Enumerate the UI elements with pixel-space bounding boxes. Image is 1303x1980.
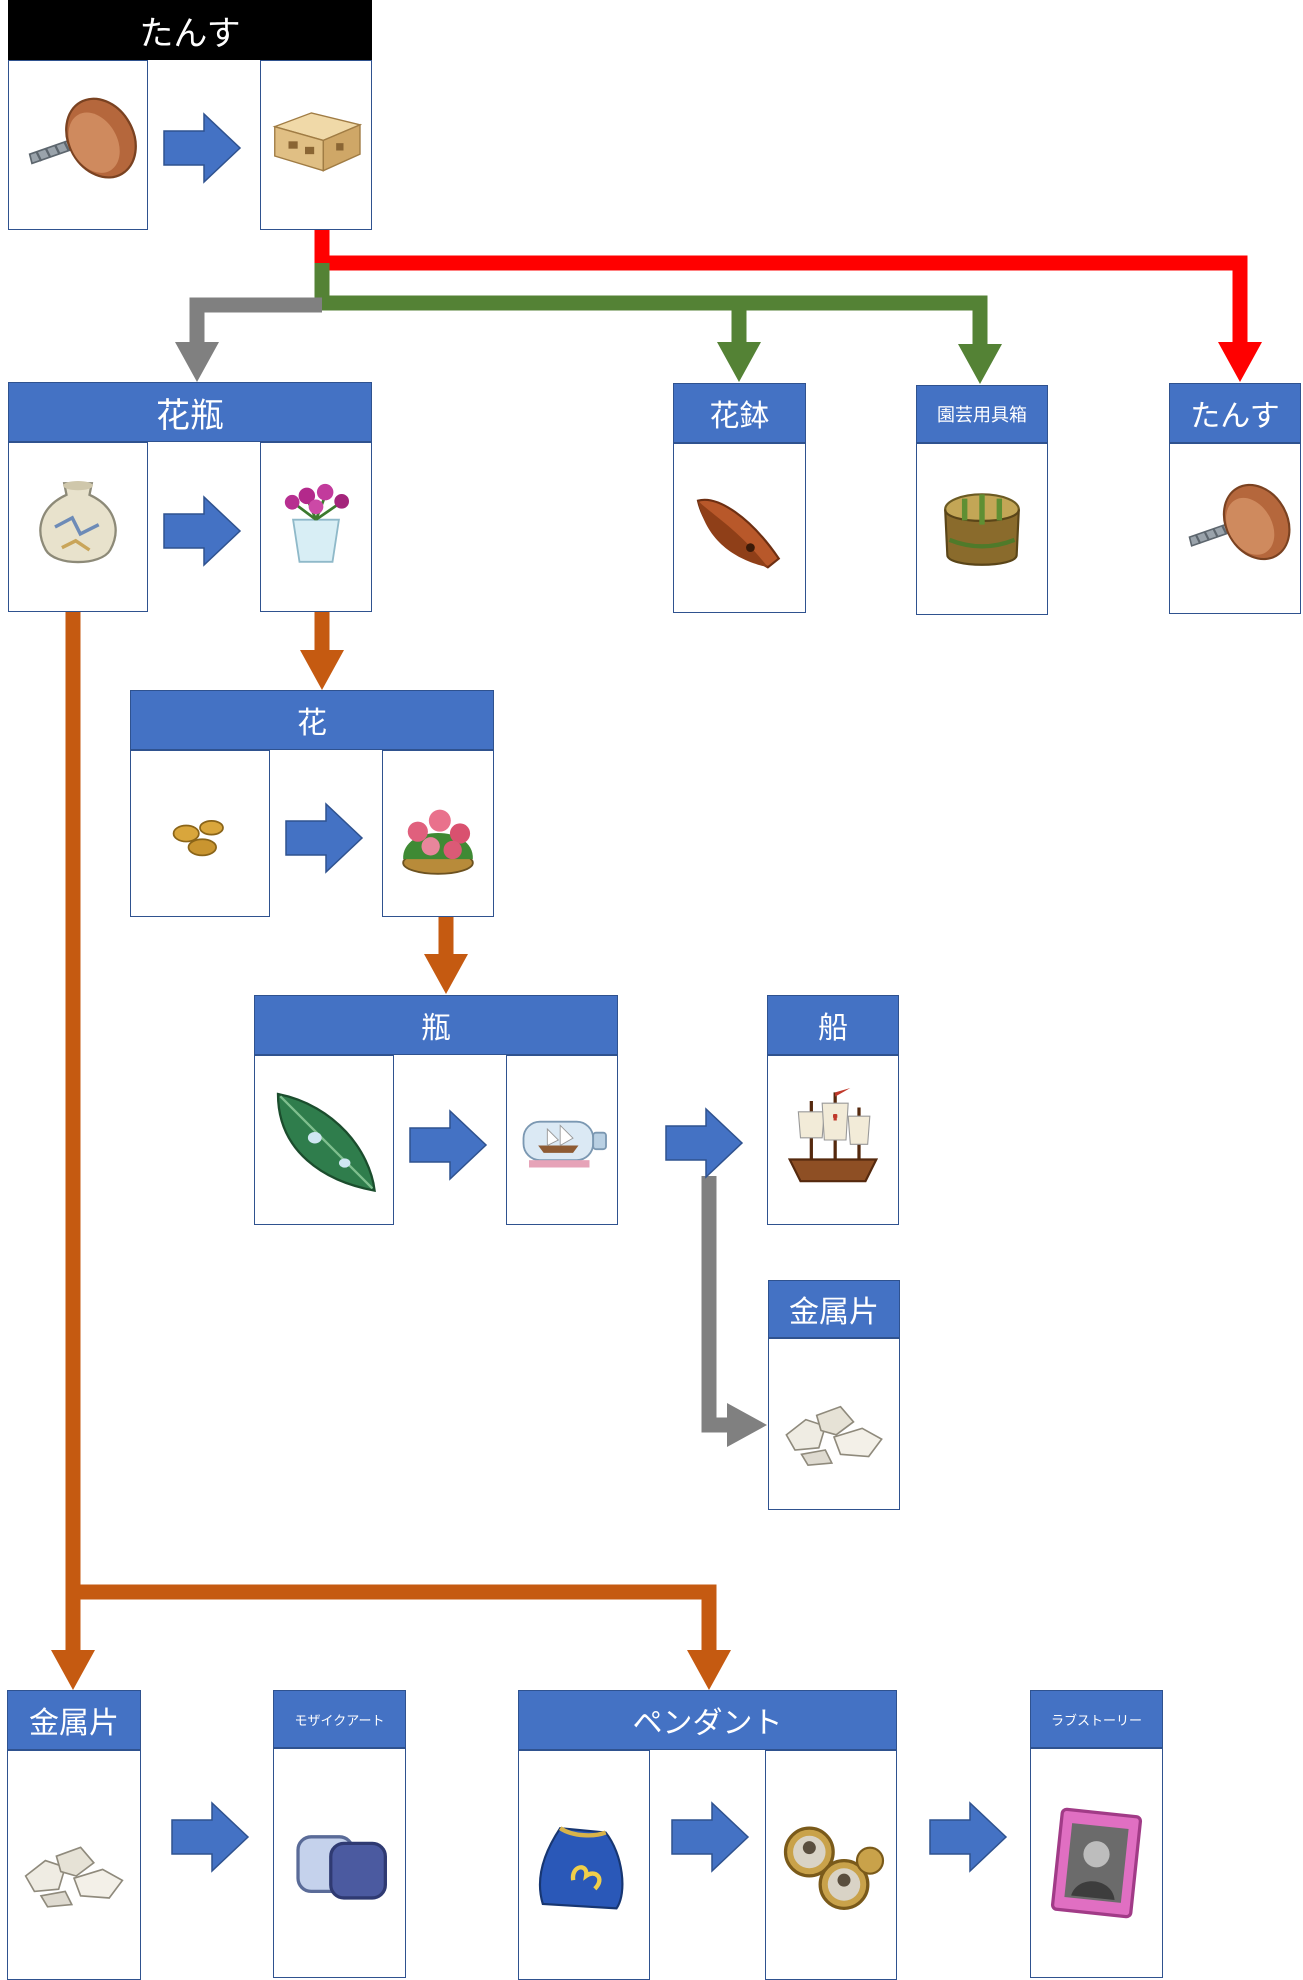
hachi-title: 花鉢 — [673, 383, 806, 443]
green-connector-head-1 — [717, 342, 761, 382]
gray-connector-head-2 — [727, 1403, 767, 1447]
kinzoku-bottom-item-1 — [7, 1750, 141, 1980]
seeds-icon — [172, 819, 224, 857]
tansu-top-item-2 — [260, 60, 372, 230]
orange-connector-head-1 — [300, 650, 344, 690]
hana-item-1 — [130, 750, 270, 917]
orange-connector-head-2 — [424, 954, 468, 994]
arrow-bin-to-fune — [665, 1107, 744, 1179]
pendant-item-2 — [765, 1750, 897, 1980]
leaf-icon — [276, 1092, 376, 1193]
gray-connector-head — [175, 342, 219, 382]
fune-title: 船 — [767, 995, 899, 1055]
fune-item-1 — [767, 1055, 899, 1225]
blue-pouch-icon — [538, 1826, 624, 1910]
sailing-ship-icon — [787, 1088, 879, 1183]
hana-item-2 — [382, 750, 494, 917]
tansu-right-item-1 — [1169, 443, 1301, 614]
engei-title: 園芸用具箱 — [916, 385, 1048, 443]
tansu-right-title: たんす — [1169, 383, 1301, 443]
pendant-item-1 — [518, 1750, 650, 1980]
orange-connector-head-3 — [51, 1650, 95, 1690]
garden-tool-box-icon — [944, 493, 1020, 566]
kinzoku-right-item-1 — [768, 1338, 900, 1510]
green-connector — [314, 263, 988, 350]
kabin-item-2 — [260, 442, 372, 612]
lovestory-title: ラブストーリー — [1030, 1690, 1163, 1748]
mosaic-item-1 — [273, 1748, 406, 1978]
arrow-tansu — [163, 112, 242, 184]
tansu-top-item-1 — [8, 60, 148, 230]
kinzoku-bottom-title: 金属片 — [7, 1690, 141, 1750]
tansu-top-title: たんす — [8, 0, 372, 60]
crafting-diagram — [51, 112, 1262, 1873]
metal-fragments-icon — [785, 1405, 883, 1467]
pendant-title: ペンダント — [518, 1690, 897, 1750]
engei-item-1 — [916, 443, 1048, 615]
wood-box-icon — [272, 112, 363, 172]
bin-title: 瓶 — [254, 995, 618, 1055]
hachi-item-1 — [673, 443, 806, 613]
kabin-title: 花瓶 — [8, 382, 372, 442]
ship-bottle-icon — [522, 1120, 607, 1168]
screw-icon — [28, 97, 137, 179]
screw-icon — [1188, 483, 1291, 561]
green-connector-head-2 — [958, 344, 1002, 384]
bin-item-2 — [506, 1055, 618, 1225]
mosaic-title: モザイクアート — [273, 1690, 406, 1748]
bin-item-1 — [254, 1055, 394, 1225]
orange-connector-head-4 — [687, 1650, 731, 1690]
kinzoku-right-title: 金属片 — [768, 1280, 900, 1338]
orange-connector-pendant — [73, 1584, 717, 1655]
portrait-frame-icon — [1050, 1807, 1143, 1919]
mosaic-tiles-icon — [296, 1835, 387, 1900]
arrow-kinzoku — [171, 1801, 250, 1873]
gray-connector — [189, 297, 322, 345]
arrow-bin — [409, 1109, 488, 1181]
kabin-item-1 — [8, 442, 148, 612]
flower-bouquet-icon — [402, 809, 474, 875]
red-connector — [314, 230, 1248, 350]
lovestory-item-1 — [1030, 1748, 1163, 1978]
hana-title: 花 — [130, 690, 494, 750]
arrow-hana — [285, 802, 364, 874]
cracked-vase-icon — [39, 481, 117, 564]
metal-fragments-icon — [24, 1846, 124, 1908]
arrow-pendant — [671, 1801, 750, 1873]
locket-icon — [783, 1826, 885, 1910]
gray-connector-2 — [701, 1176, 730, 1433]
clay-pot-icon — [696, 498, 781, 569]
flower-vase-icon — [284, 483, 349, 563]
arrow-kabin — [163, 495, 242, 567]
arrow-pendant-to-lovestory — [929, 1801, 1008, 1873]
red-connector-head — [1218, 342, 1262, 382]
